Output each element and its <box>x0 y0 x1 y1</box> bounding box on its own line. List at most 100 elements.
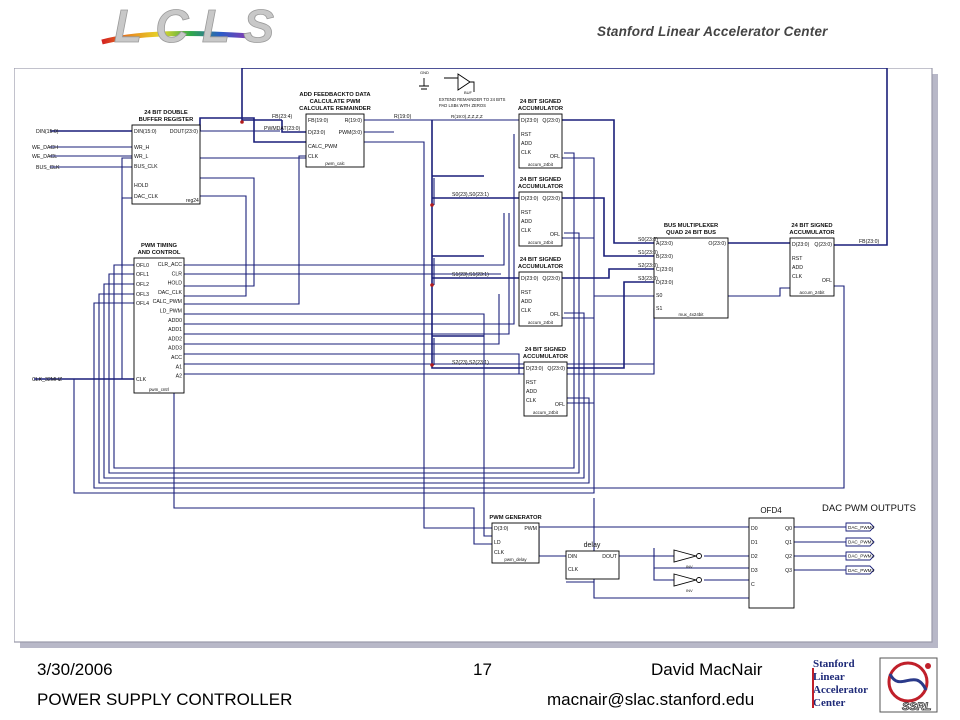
pin-label: D(23:0) <box>521 196 539 202</box>
block-title: PWM TIMING <box>141 243 178 249</box>
pin-label: D0 <box>751 526 758 532</box>
block-title: ADD FEEDBACKTO DATA <box>299 92 371 98</box>
page-number: 17 <box>473 660 492 679</box>
pin-label: S1 <box>656 306 662 312</box>
pin-label: Q3 <box>785 568 792 574</box>
slac-logo-word: Center <box>813 697 845 709</box>
pin-label: D2 <box>751 554 758 560</box>
lcls-logo-text: LCLS <box>114 2 274 52</box>
pin-label: HOLD <box>134 183 149 189</box>
pin-label: RST <box>526 380 537 386</box>
pin-label: RST <box>521 290 532 296</box>
block-title: ACCUMULATOR <box>518 264 564 270</box>
net-label: PAD LSBs WITH ZEROS <box>439 103 486 108</box>
net-label: S0(23:0) <box>638 237 658 243</box>
pin-label: Q(23:0) <box>542 196 560 202</box>
pin-label: OFL <box>550 154 560 160</box>
pin-label: D(23:0) <box>308 130 326 136</box>
part-name: accum_24bit <box>533 410 559 415</box>
pin-label: CLR <box>172 271 183 277</box>
net-label: FB(23:4) <box>272 114 292 120</box>
block-title: 24 BIT SIGNED <box>520 177 561 183</box>
block-title: ACCUMULATOR <box>789 230 835 236</box>
part-name: pwm_cntrl <box>149 387 169 392</box>
net-label: S3(23:0) <box>638 276 658 282</box>
delay-title: delay <box>584 542 601 549</box>
pin-label: D(23:0) <box>656 280 674 286</box>
junction-markers <box>240 120 434 367</box>
pin-label: ADD <box>521 299 532 305</box>
pin-label: DAC_CLK <box>134 194 158 200</box>
pin-label: FB(19:0) <box>308 118 328 124</box>
pin-label: PWM <box>524 526 537 532</box>
part-name: reg24 <box>186 198 199 204</box>
pin-label: D(3:0) <box>494 526 509 532</box>
net-label: S2(23),S2(23:1) <box>452 360 489 366</box>
pin-label: CLK <box>521 308 532 314</box>
output-flag-label: DAC_PWM3 <box>848 568 874 573</box>
pin-label: A2 <box>176 374 182 380</box>
pin-label: CLK <box>494 550 505 556</box>
block-title: ACCUMULATOR <box>518 184 564 190</box>
pin-label: D(23:0) <box>521 276 539 282</box>
pin-label: DIN <box>568 554 577 560</box>
net-label: WE_DACH <box>32 145 58 151</box>
block-title: BUFFER REGISTER <box>139 117 195 123</box>
pin-label: ADD3 <box>168 346 182 352</box>
feedback-calc-block <box>305 113 365 168</box>
net-label: R(19:0),Z,Z,Z,Z <box>451 114 483 119</box>
pin-label: CLK <box>526 398 537 404</box>
pin-label: Q0 <box>785 526 792 532</box>
delay-block <box>565 550 620 580</box>
pin-label: OFL <box>822 278 832 284</box>
net-label: INV <box>686 588 693 593</box>
pin-label: CLK <box>521 150 532 156</box>
ofd4-title: OFD4 <box>760 506 782 515</box>
net-label: FB(23:0) <box>859 239 879 245</box>
lcls-logo: LCLS <box>101 2 275 52</box>
blocks <box>131 113 835 609</box>
gates <box>419 73 702 587</box>
block-title: 24 BIT SIGNED <box>520 257 561 263</box>
inverter-gate <box>673 573 698 587</box>
pin-label: R(19:0) <box>345 118 363 124</box>
block-title: CALCULATE PWM <box>310 99 361 105</box>
slac-logo-word: Accelerator <box>813 684 868 696</box>
net-label: INV <box>686 564 693 569</box>
pin-label: Q(23:0) <box>547 366 565 372</box>
block-title: QUAD 24 BIT BUS <box>666 230 716 236</box>
pin-label: ADD0 <box>168 318 182 324</box>
block-title: 24 BIT SIGNED <box>520 99 561 105</box>
pin-label: ADD <box>792 265 803 271</box>
pin-label: OFL <box>550 232 560 238</box>
accumulator-block <box>523 361 568 417</box>
net-label: BUS_CLK <box>36 165 60 171</box>
part-name: pwm_calc <box>325 161 345 166</box>
pin-label: B(23:0) <box>656 254 673 260</box>
pin-label: ADD2 <box>168 336 182 342</box>
net-label: WE_DACL <box>32 154 57 160</box>
pin-label: OFL3 <box>136 292 149 298</box>
net-label: EXTEND REMAINDER TO 24 BITS <box>439 97 506 102</box>
pin-label: Q2 <box>785 554 792 560</box>
pin-label: OFL <box>550 312 560 318</box>
pin-label: RST <box>521 132 532 138</box>
block-title: CALCULATE REMAINDER <box>299 106 372 112</box>
part-name: accum_24bit <box>800 290 826 295</box>
author-email: macnair@slac.stanford.edu <box>547 690 755 709</box>
pin-label: D(23:0) <box>792 242 810 248</box>
pin-label: RST <box>792 256 803 262</box>
pwm-timing-block <box>133 257 185 394</box>
pin-label: A(23:0) <box>656 241 673 247</box>
part-name: accum_24bit <box>528 320 554 325</box>
presentation-topic: POWER SUPPLY CONTROLLER <box>37 690 293 709</box>
pin-label: Q(23:0) <box>814 242 832 248</box>
slide-footer: 3/30/2006 17 David MacNair POWER SUPPLY … <box>0 650 960 720</box>
pin-label: OFL1 <box>136 272 149 278</box>
pin-label: PWM(3:0) <box>339 130 363 136</box>
pin-label: CLK <box>792 274 803 280</box>
net-label: S0(23),S0(23:1) <box>452 192 489 198</box>
block-title: PWM GENERATOR <box>489 515 542 521</box>
pin-label: ADD <box>526 389 537 395</box>
